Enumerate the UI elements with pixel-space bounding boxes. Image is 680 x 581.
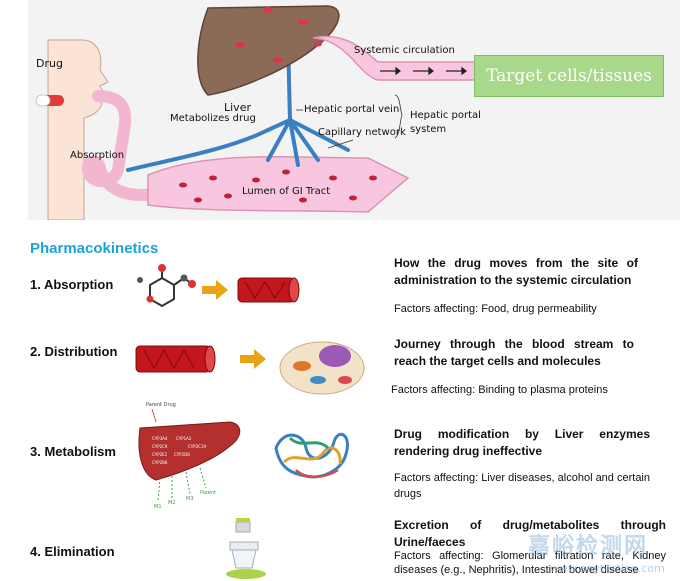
hepatic-portal-system-label-1: Hepatic portal: [410, 110, 481, 121]
svg-text:CYP2D6: CYP2D6: [174, 452, 190, 457]
svg-text:CYP3A4: CYP3A4: [152, 436, 168, 441]
drug-label: Drug: [36, 57, 63, 70]
watermark-url: www.anytesting.com: [550, 562, 665, 575]
svg-text:M2: M2: [168, 500, 176, 506]
absorption-label: Absorption: [70, 150, 125, 161]
distribution-factors: Factors affecting: Binding to plasma pro…: [391, 384, 608, 396]
arrow-right-icon: [202, 280, 228, 300]
parent-drug-text: Parent Drug: [146, 402, 176, 408]
molecule-icon: [149, 268, 193, 308]
section-title: Pharmacokinetics: [30, 240, 159, 257]
toilet-icon: [226, 518, 266, 579]
absorption-description: How the drug moves from the site of admi…: [394, 256, 638, 287]
watermark-text: 嘉峪检测网: [528, 534, 649, 559]
gi-lumen-label: Lumen of GI Tract: [242, 186, 331, 197]
svg-text:M3: M3: [186, 496, 194, 502]
svg-text:M1: M1: [154, 504, 162, 510]
svg-text:CYP2B6: CYP2B6: [152, 460, 168, 465]
step-absorption-label: 1. Absorption: [30, 277, 114, 292]
step-distribution-label: 2. Distribution: [30, 344, 118, 359]
target-cells-box: Target cells/tissues: [474, 55, 664, 97]
drug-pill-icon: [35, 94, 64, 107]
anatomy-illustration: [28, 0, 680, 221]
liver-shape: [197, 5, 340, 96]
metabolism-description: Drug modification by Liver enzymes rende…: [394, 427, 650, 458]
liver-label: Liver: [224, 101, 251, 114]
liver-cells: [235, 7, 308, 63]
absorption-illustration: [137, 264, 300, 308]
arrow-right-icon: [240, 349, 266, 369]
svg-text:CYP2C19: CYP2C19: [188, 444, 206, 449]
metabolism-factors: Factors affecting: Liver diseases, alcoh…: [394, 472, 650, 500]
cell-icon: [279, 341, 365, 395]
svg-text:CYP1A2: CYP1A2: [176, 436, 192, 441]
elimination-factors: Factors affecting: Glomerular filtration…: [394, 550, 666, 576]
blood-vessel-icon: [135, 345, 216, 373]
distribution-description: Journey through the blood stream to reac…: [394, 337, 634, 368]
hepatic-portal-system-label-2: system: [410, 124, 447, 135]
elimination-description: Excretion of drug/metabolites through Ur…: [394, 518, 666, 549]
blood-vessel-icon: [237, 277, 300, 303]
svg-text:CYP2C9: CYP2C9: [152, 444, 168, 449]
hepatic-portal-vein-label: Hepatic portal vein: [304, 104, 400, 115]
gi-blood-cells: [179, 169, 377, 203]
step-elimination-label: 4. Elimination: [30, 544, 115, 559]
flow-arrows: [380, 66, 467, 76]
metabolism-illustration: Parent Drug CYP3A4 CYP1A2 CYP2C9 CYP2C19…: [138, 402, 349, 510]
step-metabolism-label: 3. Metabolism: [30, 444, 116, 459]
absorption-factors: Factors affecting: Food, drug permeabili…: [394, 303, 597, 315]
capillary-network-label: Capillary network: [318, 127, 406, 138]
distribution-illustration: [135, 341, 365, 395]
liver-enzyme-shape: [138, 421, 241, 481]
pharmacokinetics-anatomy-diagram: Drug Absorption Liver Metabolizes drug S…: [28, 0, 680, 221]
protein-structure-icon: [274, 432, 349, 479]
svg-text:Parent: Parent: [200, 490, 216, 496]
liver-sub-label: Metabolizes drug: [170, 113, 256, 124]
svg-text:CYP2E1: CYP2E1: [152, 452, 168, 457]
systemic-circulation-label: Systemic circulation: [354, 45, 455, 56]
gi-tract: [147, 156, 410, 213]
